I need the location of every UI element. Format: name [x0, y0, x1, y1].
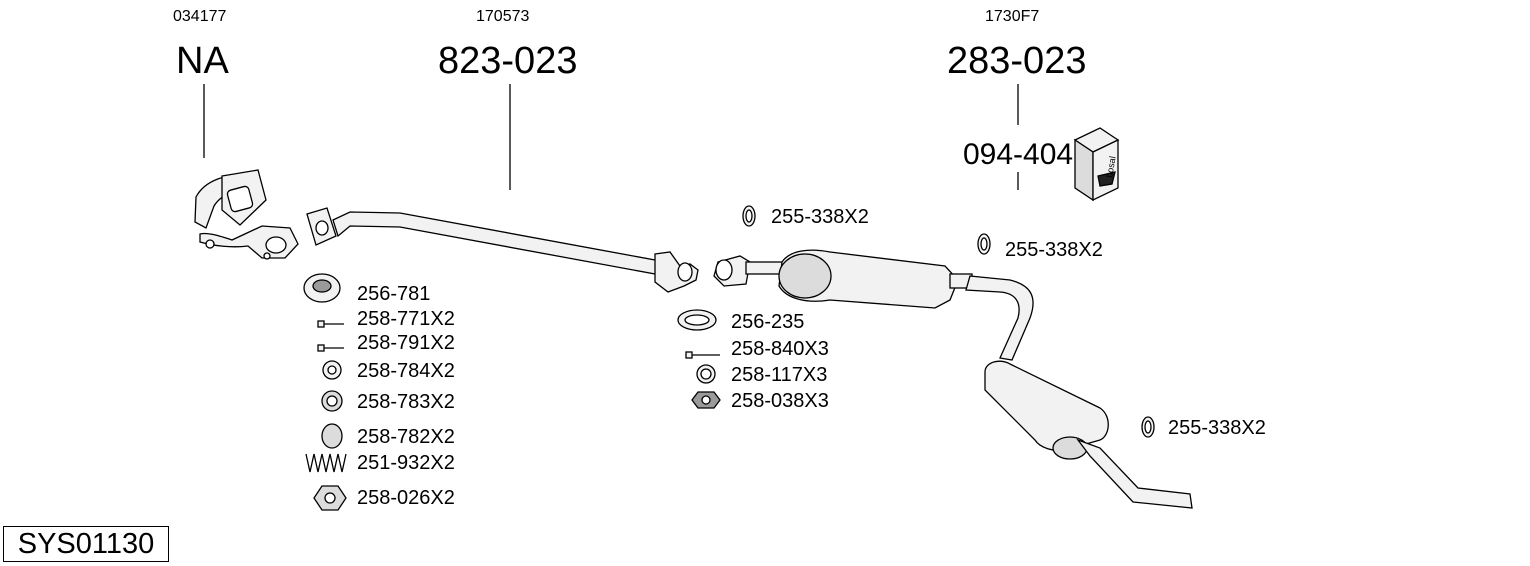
gasket-label-3: 255-338X2 — [1168, 417, 1266, 439]
bolt-icon — [685, 351, 693, 359]
kit-number: 094-404 — [963, 138, 1074, 171]
bosal-box-image — [1073, 127, 1120, 202]
gasket-label-2: 255-338X2 — [1005, 239, 1103, 261]
bolt-icon — [317, 344, 325, 352]
ref-code-1: 034177 — [173, 8, 227, 25]
middle-part-label: 258-840X3 — [731, 338, 829, 360]
gasket-ring — [1144, 420, 1152, 434]
left-part-label: 256-781 — [357, 283, 431, 305]
nut-icon — [701, 395, 711, 405]
left-part-label: 251-932X2 — [357, 452, 455, 474]
washer-icon — [327, 365, 337, 375]
left-part-label: 258-782X2 — [357, 426, 455, 448]
part-number-3: 283-023 — [947, 40, 1087, 82]
bushing-icon — [326, 395, 338, 407]
left-part-label: 258-784X2 — [357, 360, 455, 382]
part-number-1: NA — [176, 40, 229, 82]
washer-icon — [700, 368, 712, 380]
left-part-label: 258-026X2 — [357, 487, 455, 509]
part-number-2: 823-023 — [438, 40, 578, 82]
left-part-label: 258-771X2 — [357, 308, 455, 330]
spring-icon — [305, 453, 347, 473]
nut-icon — [324, 492, 336, 504]
bosal-logo-text: bosal — [1104, 155, 1118, 178]
rear-muffler-part — [713, 249, 1193, 509]
manifold-pipe-part — [194, 169, 299, 260]
left-hardware-icons — [303, 273, 347, 511]
gasket-icon — [684, 314, 710, 326]
middle-part-label: 258-117X3 — [731, 364, 828, 386]
left-part-label: 258-791X2 — [357, 332, 455, 354]
middle-part-label: 258-038X3 — [731, 390, 829, 412]
middle-hardware-icons — [677, 309, 721, 409]
gasket-ring — [745, 209, 753, 223]
spring-bushing-icon — [321, 423, 343, 449]
ref-code-3: 1730F7 — [985, 8, 1040, 25]
left-part-label: 258-783X2 — [357, 391, 455, 413]
gasket-icon — [312, 279, 332, 293]
front-pipe-part — [306, 207, 699, 293]
ref-code-2: 170573 — [476, 8, 530, 25]
gasket-rings — [742, 205, 1155, 438]
bolt-icon — [317, 320, 325, 328]
system-id: SYS01130 — [3, 526, 169, 562]
gasket-label-1: 255-338X2 — [771, 206, 869, 228]
middle-part-label: 256-235 — [731, 311, 805, 333]
gasket-ring — [980, 237, 988, 251]
bosal-logo: bosal — [1104, 155, 1118, 178]
